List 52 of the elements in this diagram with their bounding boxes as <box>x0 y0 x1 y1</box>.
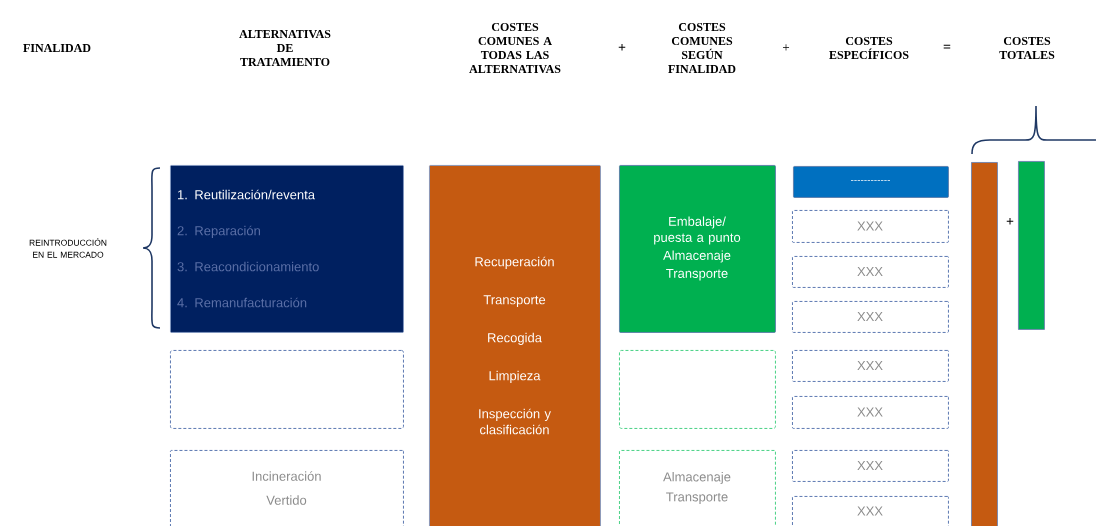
column-heading: COSTES COMUNES A TODAS LAS ALTERNATIVAS <box>469 22 561 74</box>
node-label: Incineración <box>252 471 321 481</box>
column-heading: COSTES TOTALES <box>999 36 1055 59</box>
node-label: 2. Reparación <box>177 225 260 238</box>
column-heading: COSTES ESPECÍFICOS <box>829 36 909 59</box>
node-label: Inspección y clasificación <box>479 408 551 435</box>
node-label: XXX <box>857 361 883 370</box>
node-label: Almacenaje <box>663 471 731 485</box>
node-label: XXX <box>857 267 883 276</box>
node-label: XXX <box>857 461 883 470</box>
cost-box <box>793 166 949 198</box>
dashed-box <box>170 350 404 429</box>
dashed-box <box>619 450 776 526</box>
cost-box <box>429 165 601 526</box>
plus-sign: + <box>783 44 790 51</box>
node-label: Transporte <box>666 268 728 281</box>
node-label: Vertido <box>266 495 307 505</box>
bar <box>971 162 998 526</box>
dashed-box <box>792 301 949 333</box>
node-label: ------------ <box>850 179 891 181</box>
plus-sign: + <box>1006 218 1014 225</box>
node-label: XXX <box>857 221 883 231</box>
node-label: Embalaje/ puesta a punto <box>654 216 741 245</box>
node-label: Recogida <box>488 332 542 345</box>
column-heading: FINALIDAD <box>23 44 91 52</box>
dashed-box <box>792 396 949 429</box>
dashed-box <box>792 350 949 382</box>
dashed-box <box>792 210 949 243</box>
node-label: Almacenaje <box>663 250 731 263</box>
node-label: XXX <box>857 506 883 516</box>
row-label: REINTRODUCCIÓN EN EL MERCADO <box>29 238 107 258</box>
node-label: Transporte <box>666 492 728 505</box>
node-label: 3. Reacondicionamiento <box>177 261 319 272</box>
dashed-box <box>170 450 404 526</box>
option-box <box>170 165 404 333</box>
dashed-box <box>619 350 776 429</box>
node-label: 4. Remanufacturación <box>177 297 307 308</box>
node-label: XXX <box>857 407 883 417</box>
node-label: XXX <box>857 312 883 321</box>
node-label: Limpieza <box>489 370 541 383</box>
column-heading: COSTES COMUNES SEGÚN FINALIDAD <box>668 23 736 73</box>
dashed-box <box>792 256 949 288</box>
node-label: Transporte <box>483 295 546 307</box>
dashed-box <box>792 450 949 482</box>
equals-sign: = <box>943 44 951 49</box>
dashed-box <box>792 496 949 526</box>
node-label: Recuperación <box>475 256 554 269</box>
column-heading: ALTERNATIVAS DE TRATAMIENTO <box>239 29 331 66</box>
plus-sign: + <box>618 44 626 51</box>
cost-box <box>619 165 776 333</box>
bar <box>1018 161 1045 330</box>
node-label: 1. Reutilización/reventa <box>178 189 315 200</box>
